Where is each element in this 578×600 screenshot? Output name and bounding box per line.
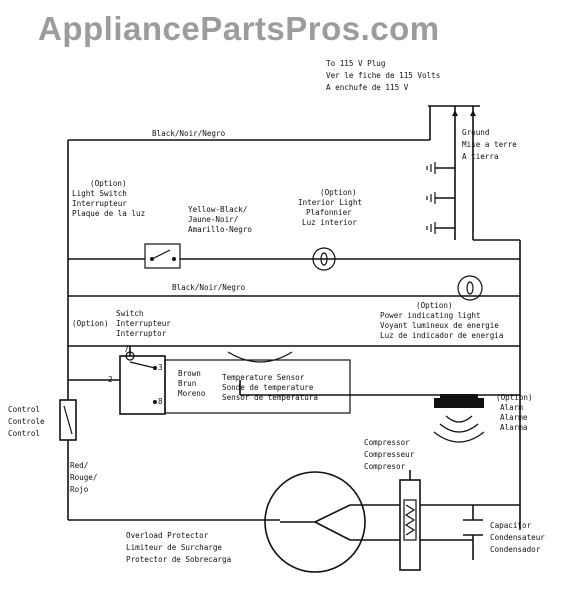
svg-text:Control: Control (8, 429, 40, 438)
black-wire-label-top: Black/Noir/Negro (152, 129, 226, 138)
svg-text:Overload Protector: Overload Protector (126, 531, 209, 540)
ground-label: Ground Mise a terre A tierra (462, 128, 517, 161)
svg-text:Controle: Controle (8, 417, 45, 426)
svg-text:Compressor: Compressor (364, 438, 410, 447)
svg-text:Plaque de la luz: Plaque de la luz (72, 209, 145, 218)
compressor-motor-icon (264, 471, 366, 573)
svg-text:Luz interior: Luz interior (302, 218, 357, 227)
wires (67, 105, 521, 560)
brown-wire-label: Brown Brun Moreno (178, 369, 206, 398)
svg-text:Mise a terre: Mise a terre (462, 140, 517, 149)
svg-text:Interior Light: Interior Light (298, 198, 362, 207)
svg-text:Protector de Sobrecarga: Protector de Sobrecarga (126, 555, 231, 564)
svg-text:Moreno: Moreno (178, 389, 206, 398)
svg-text:Interrupteur: Interrupteur (72, 199, 127, 208)
svg-text:Ver le fiche de 115 Volts: Ver le fiche de 115 Volts (326, 71, 440, 80)
compressor-label: Compressor Compresseur Compresor (364, 438, 415, 471)
svg-text:8: 8 (158, 397, 163, 406)
watermark-text: AppliancePartsPros.com (38, 10, 440, 47)
svg-text:Jaune-Noir/: Jaune-Noir/ (188, 215, 238, 224)
svg-text:Condensateur: Condensateur (490, 533, 545, 542)
svg-text:(Option): (Option) (72, 319, 109, 328)
svg-text:(Option): (Option) (496, 393, 533, 402)
capacitor-label: Capacitor Condensateur Condensador (490, 521, 545, 554)
svg-text:Sensor de temperatura: Sensor de temperatura (222, 393, 318, 402)
black-wire-label-mid: Black/Noir/Negro (172, 283, 246, 292)
alarm-label: (Option) Alarm Alarme Alarma (496, 393, 533, 432)
svg-text:Alarma: Alarma (500, 423, 527, 432)
switch-pin-numbers: 7 3 2 8 (108, 345, 163, 406)
light-switch-icon (144, 243, 181, 269)
svg-text:Rojo: Rojo (70, 485, 89, 494)
svg-text:Compresor: Compresor (364, 462, 406, 471)
svg-text:Interrupteur: Interrupteur (116, 319, 171, 328)
svg-text:2: 2 (108, 375, 113, 384)
svg-text:Brun: Brun (178, 379, 196, 388)
interior-light-icon (312, 247, 336, 271)
control-switch-icon (59, 399, 77, 441)
power-light-icon (457, 275, 483, 301)
svg-text:3: 3 (158, 363, 163, 372)
svg-text:Alarme: Alarme (500, 413, 528, 422)
svg-text:Power indicating light: Power indicating light (380, 311, 481, 320)
control-label: Control Controle Control (8, 405, 45, 438)
svg-text:(Option): (Option) (320, 188, 357, 197)
switch-label: Switch Interrupteur Interruptor (Option) (72, 309, 171, 338)
power-light-label: (Option) Power indicating light Voyant l… (380, 301, 503, 340)
svg-text:(Option): (Option) (90, 179, 127, 188)
svg-text:Plafonnier: Plafonnier (306, 208, 352, 217)
svg-text:Amarillo-Negro: Amarillo-Negro (188, 225, 252, 234)
svg-text:Rouge/: Rouge/ (70, 473, 97, 482)
svg-text:Interruptor: Interruptor (116, 329, 167, 338)
svg-text:Luz de indicador de energia: Luz de indicador de energia (380, 331, 503, 340)
temperature-sensor-icon (164, 351, 351, 414)
svg-text:Capacitor: Capacitor (490, 521, 532, 530)
plug-label: To 115 V Plug Ver le fiche de 115 Volts … (326, 59, 440, 92)
capacitor-icon (463, 519, 483, 536)
svg-text:Temperature Sensor: Temperature Sensor (222, 373, 305, 382)
svg-text:Control: Control (8, 405, 40, 414)
svg-text:7: 7 (124, 345, 129, 354)
light-switch-label: (Option) Light Switch Interrupteur Plaqu… (72, 179, 145, 218)
svg-text:Alarm: Alarm (500, 403, 523, 412)
svg-text:Compresseur: Compresseur (364, 450, 415, 459)
svg-text:Voyant lumineux de energie: Voyant lumineux de energie (380, 321, 499, 330)
red-wire-label: Red/ Rouge/ Rojo (70, 461, 97, 494)
plug-arrows (452, 110, 476, 116)
yellow-black-wire-label: Yellow-Black/ Jaune-Noir/ Amarillo-Negro (188, 205, 252, 234)
svg-text:(Option): (Option) (416, 301, 453, 310)
temperature-sensor-label: Temperature Sensor Sonde de temperature … (222, 373, 318, 402)
ground-symbols (426, 162, 436, 234)
svg-text:Red/: Red/ (70, 461, 88, 470)
svg-text:Limiteur de Surcharge: Limiteur de Surcharge (126, 543, 222, 552)
svg-text:A enchufe de 115 V: A enchufe de 115 V (326, 83, 409, 92)
svg-text:Light Switch: Light Switch (72, 189, 127, 198)
svg-text:Switch: Switch (116, 309, 143, 318)
svg-text:Yellow-Black/: Yellow-Black/ (188, 205, 247, 214)
svg-text:Condensador: Condensador (490, 545, 541, 554)
overload-protector-label: Overload Protector Limiteur de Surcharge… (126, 531, 231, 564)
svg-text:A tierra: A tierra (462, 152, 499, 161)
svg-text:To 115 V Plug: To 115 V Plug (326, 59, 385, 68)
svg-text:Sonde de temperature: Sonde de temperature (222, 383, 314, 392)
start-relay-icon (399, 479, 421, 571)
alarm-icon (433, 394, 485, 443)
interior-light-label: (Option) Interior Light Plafonnier Luz i… (298, 188, 362, 227)
svg-text:Ground: Ground (462, 128, 489, 137)
svg-text:Brown: Brown (178, 369, 201, 378)
